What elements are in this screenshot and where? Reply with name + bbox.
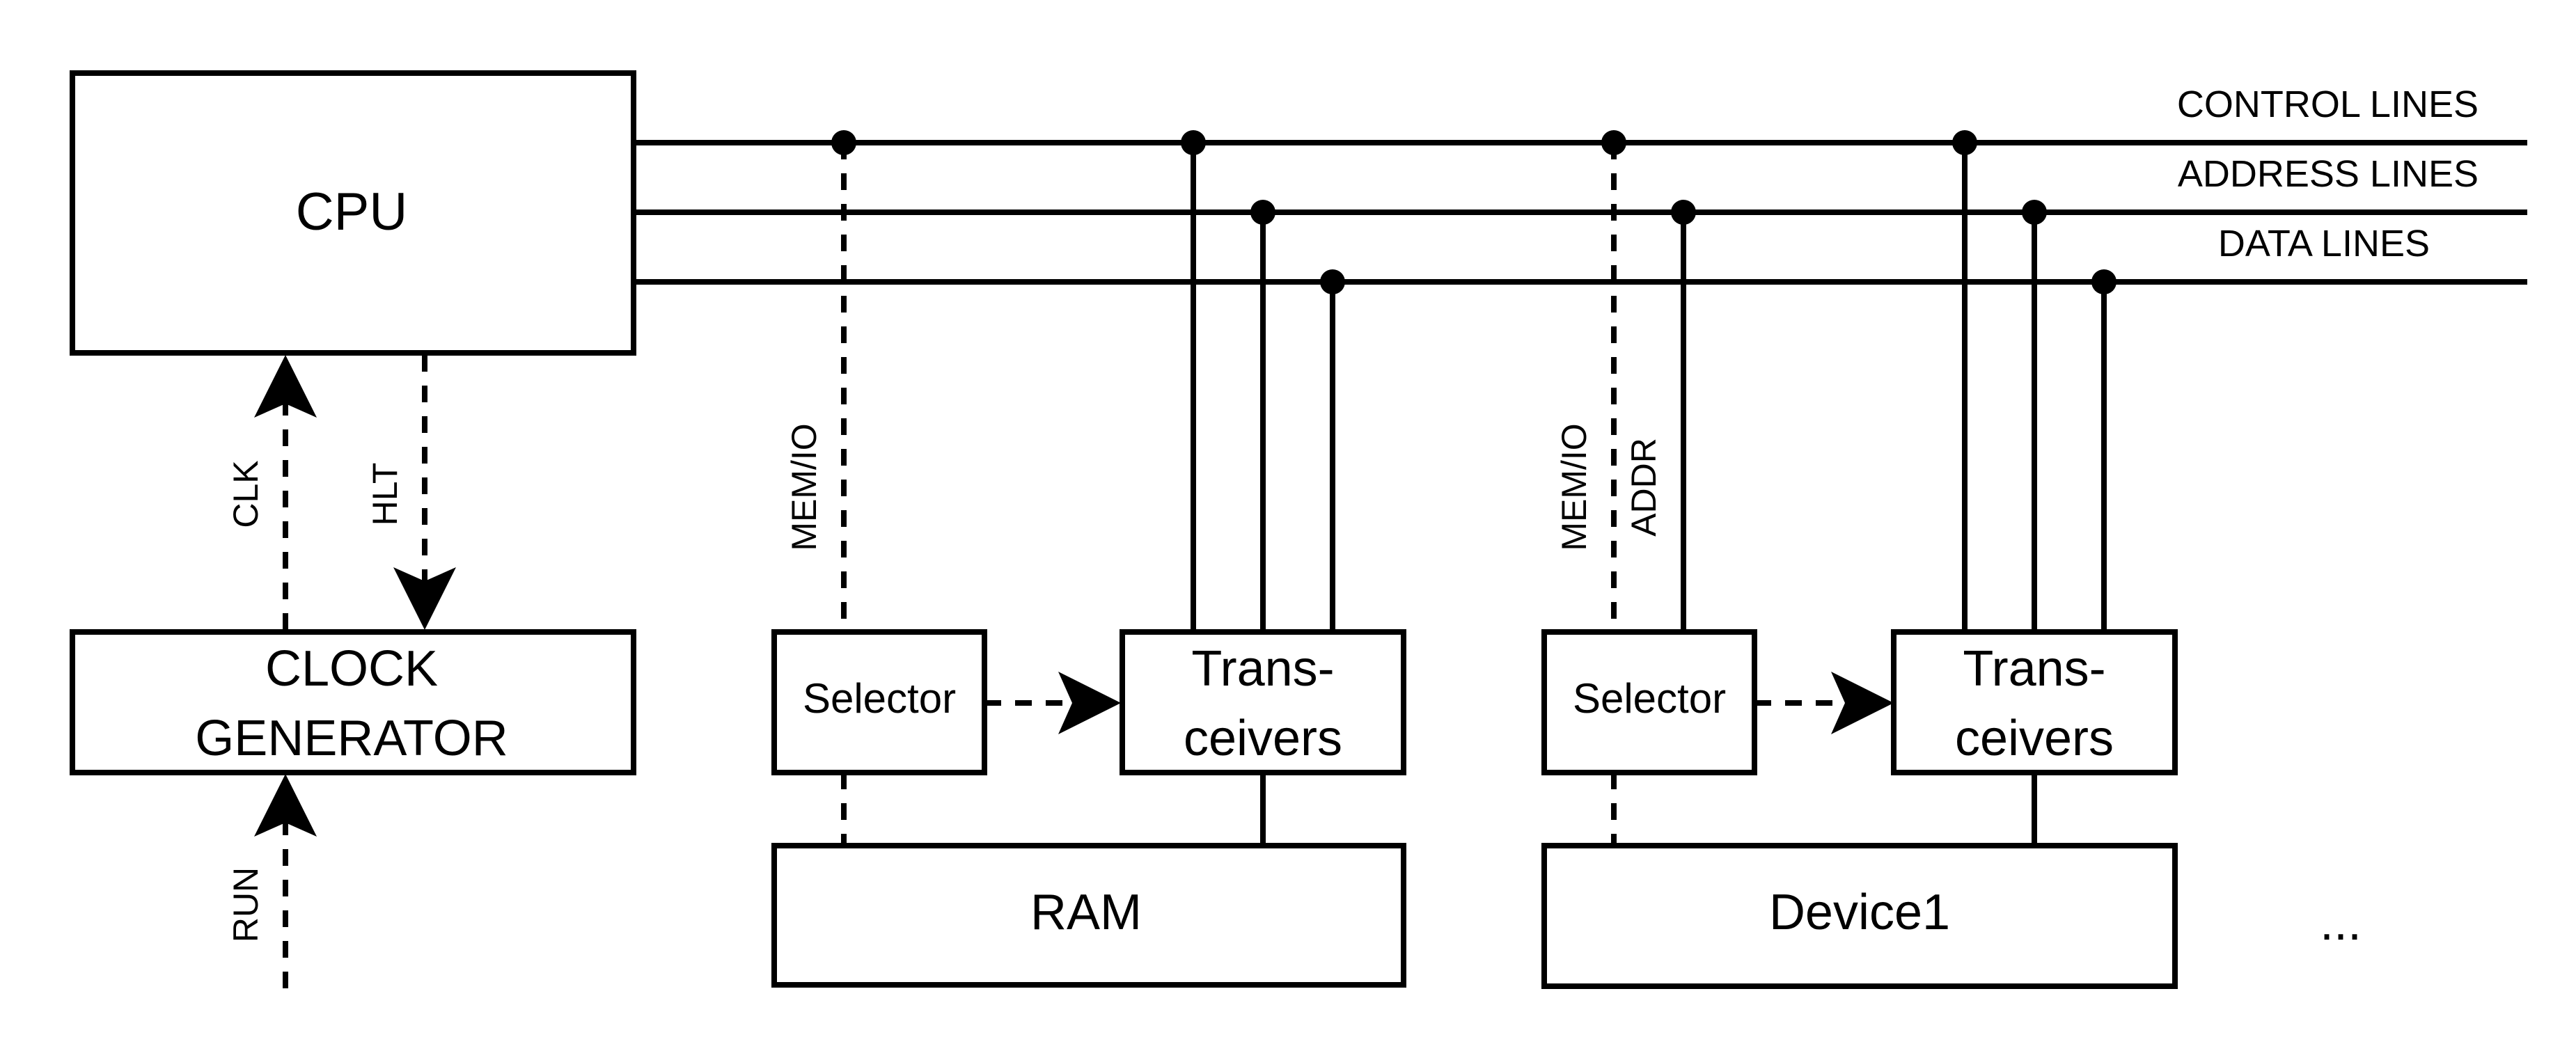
selector2-block — [1541, 629, 1757, 775]
clock-generator-label-line2: GENERATOR — [195, 711, 508, 766]
data-lines-label: DATA LINES — [2218, 223, 2430, 264]
more-devices-ellipsis: ... — [2320, 895, 2362, 951]
transceivers2-label-line1: Trans- — [1963, 641, 2105, 697]
selector2-enable-arrowhead — [1831, 672, 1894, 734]
junction-dot — [1671, 200, 1696, 225]
clk-label: CLK — [226, 460, 265, 528]
addr-label: ADDR — [1624, 438, 1663, 537]
selector1-block — [771, 629, 987, 775]
run-arrowhead — [254, 774, 317, 837]
junction-dot — [2091, 269, 2116, 294]
junction-dot — [1320, 269, 1345, 294]
run-label: RUN — [226, 867, 265, 942]
clk-arrowhead — [254, 355, 317, 418]
junction-dot — [2022, 200, 2047, 225]
selector1-label: Selector — [803, 675, 956, 722]
cpu-block — [70, 70, 636, 356]
ram-label: RAM — [1030, 885, 1142, 940]
selector2-label: Selector — [1573, 675, 1726, 722]
memio2-label: MEM/IO — [1555, 423, 1594, 551]
junction-dot — [831, 130, 856, 155]
selector1-enable-arrowhead — [1058, 672, 1121, 734]
cpu-label: CPU — [296, 182, 407, 242]
memio1-label: MEM/IO — [785, 423, 824, 551]
clock-generator-label-line1: CLOCK — [265, 641, 438, 697]
clock-generator-block — [70, 629, 636, 775]
hlt-arrowhead — [393, 567, 456, 630]
transceivers2-label-line2: ceivers — [1955, 711, 2114, 766]
hlt-label: HLT — [366, 463, 405, 526]
junction-dot — [1250, 200, 1275, 225]
ram-block — [771, 843, 1406, 988]
junction-dot — [1181, 130, 1206, 155]
transceivers1-label-line2: ceivers — [1184, 711, 1342, 766]
device1-block — [1541, 843, 2178, 989]
address-lines-label: ADDRESS LINES — [2178, 153, 2479, 195]
control-lines-label: CONTROL LINES — [2177, 84, 2479, 125]
junction-dot — [1952, 130, 1977, 155]
device1-label: Device1 — [1769, 885, 1950, 940]
junction-dot — [1601, 130, 1626, 155]
transceivers1-label-line1: Trans- — [1191, 641, 1334, 697]
